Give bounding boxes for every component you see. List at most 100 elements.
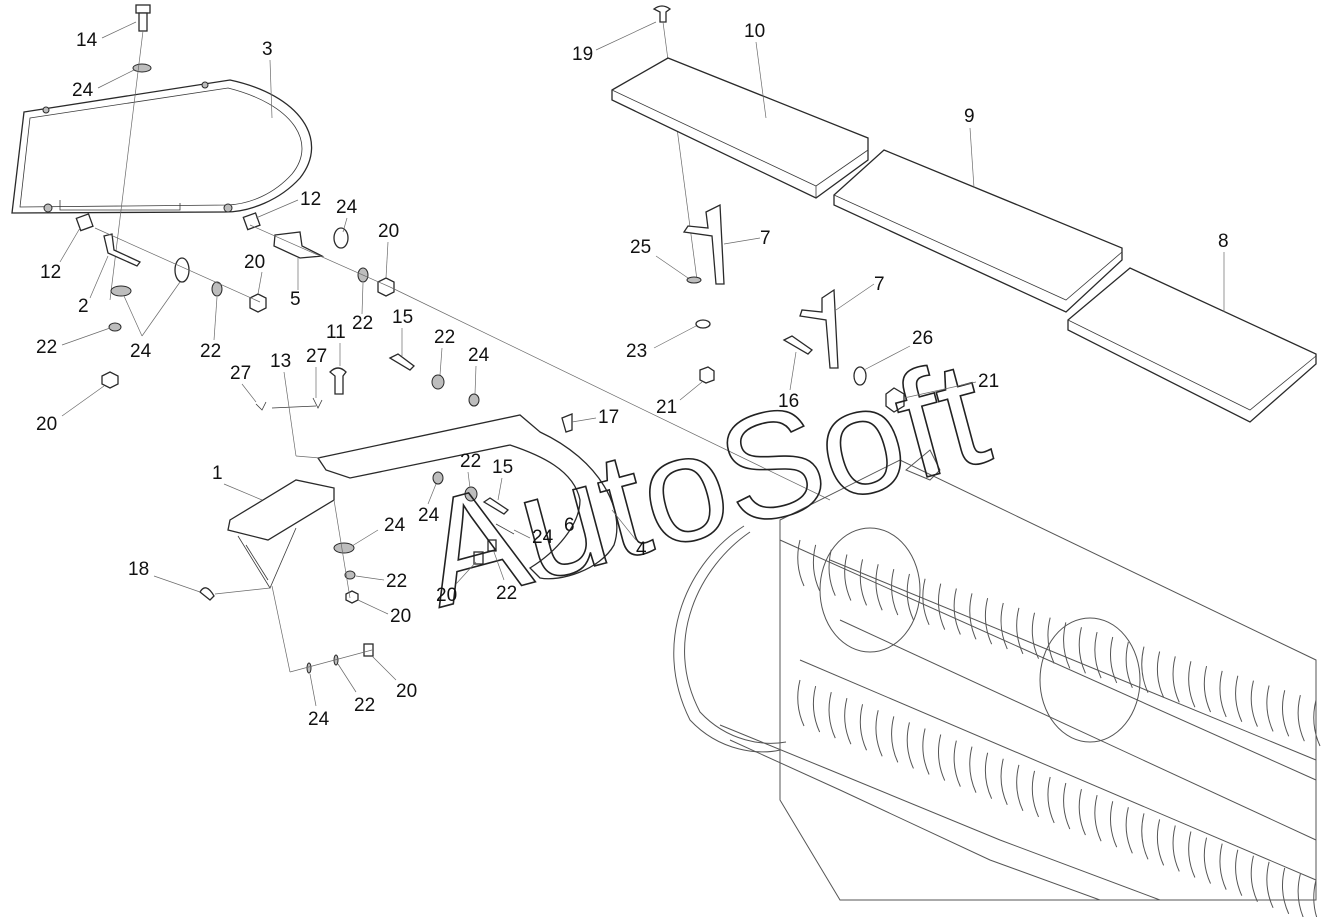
reel-tine	[1266, 685, 1274, 732]
callout-16: 16	[778, 391, 799, 412]
reel-tine	[1031, 612, 1040, 659]
callout-20: 20	[244, 252, 265, 273]
callout-20: 20	[36, 414, 57, 435]
axis-long	[389, 286, 831, 501]
reel-tine	[1188, 661, 1196, 708]
reel-tine	[1000, 602, 1008, 650]
axis-left	[94, 227, 261, 303]
pin-part-13	[271, 405, 317, 409]
reel-tine	[1047, 776, 1055, 824]
bolt-part-19	[652, 5, 672, 23]
reel-tine	[828, 549, 836, 596]
reel-tine	[1000, 758, 1008, 805]
cotter-part-27-a	[255, 401, 267, 411]
nut-part-21-b	[885, 387, 905, 413]
washer-part-22-b	[211, 281, 223, 297]
callout-15: 15	[392, 307, 413, 328]
callout-10: 10	[744, 21, 765, 42]
washer-part-22-e	[344, 570, 356, 580]
callout-22: 22	[354, 695, 375, 716]
cotter-part-27-b	[312, 397, 323, 409]
reel-tine	[875, 564, 883, 611]
callout-19: 19	[572, 44, 593, 65]
callout-5: 5	[290, 289, 301, 310]
callout-6: 6	[564, 515, 575, 536]
reel-tine	[1109, 801, 1118, 848]
washer-part-24-c	[333, 227, 349, 249]
callout-27: 27	[230, 363, 251, 384]
reel-tine	[1141, 646, 1149, 693]
callout-24: 24	[532, 527, 554, 548]
washer-part-22-d	[431, 374, 445, 390]
callout-20: 20	[396, 681, 417, 702]
reel-tine	[812, 685, 821, 733]
callout-17: 17	[598, 407, 619, 428]
callout-22: 22	[460, 451, 481, 472]
washer-part-24-g	[432, 471, 444, 485]
bolt-part-17	[561, 413, 573, 433]
reel-tine	[984, 598, 993, 645]
callout-12: 12	[40, 262, 61, 283]
spacer-part-12-left	[75, 213, 94, 232]
reel-tine	[1125, 641, 1133, 689]
side-guard-part-3	[11, 79, 313, 214]
reel-tine	[1297, 873, 1304, 917]
reel-tine	[1281, 690, 1290, 737]
callout-25: 25	[630, 237, 651, 258]
washer-part-24-a	[174, 257, 190, 283]
reel-tine	[1172, 825, 1180, 872]
reel-tine	[1219, 843, 1227, 890]
reel-assembly	[673, 449, 1317, 901]
callout-24: 24	[308, 709, 330, 730]
reel-tine	[1063, 622, 1071, 669]
reel-tine	[1016, 764, 1024, 812]
reel-tine	[1109, 636, 1118, 684]
reel-tine	[969, 746, 977, 793]
nut-part-20-f	[473, 551, 484, 565]
reel-tine	[1250, 680, 1258, 727]
washer-part-26	[853, 366, 867, 386]
reel-tine	[1047, 617, 1055, 664]
callout-26: 26	[912, 328, 933, 349]
washer-part-24-b	[110, 285, 132, 297]
reel-tines	[797, 539, 1321, 917]
axis-mid	[249, 224, 391, 288]
reel-tine	[1141, 813, 1149, 860]
reel-tine	[1235, 849, 1243, 896]
reel-tine	[1063, 782, 1071, 830]
reel-tine	[844, 698, 852, 745]
reel-tine	[1203, 837, 1212, 884]
bolt-part-11	[329, 367, 347, 395]
callout-14: 14	[76, 30, 98, 51]
nut-part-20-b	[249, 293, 267, 313]
axis-lower	[333, 499, 351, 599]
callout-2: 2	[78, 296, 89, 317]
reel-tine	[859, 704, 868, 751]
callout-24: 24	[130, 341, 152, 362]
plate-part-1	[227, 479, 335, 589]
reel-tine	[953, 588, 961, 635]
callout-24: 24	[384, 515, 406, 536]
reel-tine	[953, 740, 961, 787]
reel-tine	[1156, 651, 1165, 698]
reel-tine	[1203, 665, 1212, 713]
reel-tine	[797, 539, 805, 587]
nut-part-20-d	[345, 590, 359, 604]
reel-tine	[1156, 819, 1165, 866]
reel-tine	[906, 573, 914, 621]
nut-part-22-h	[487, 539, 497, 552]
reel-tine	[844, 554, 852, 601]
callout-23: 23	[626, 341, 647, 362]
panel-part-9	[833, 149, 1123, 313]
reel-tine	[1031, 770, 1040, 818]
spacer-part-12-right	[242, 212, 261, 231]
bracket-part-2	[103, 233, 142, 267]
reel-tine	[906, 722, 914, 769]
bolt-part-14	[135, 4, 151, 32]
washer-part-24-e	[333, 542, 355, 554]
reel-tine	[1125, 807, 1133, 854]
callout-21: 21	[656, 397, 677, 418]
callout-24: 24	[336, 197, 358, 218]
reel-tine	[812, 544, 821, 592]
callout-27: 27	[306, 346, 327, 367]
